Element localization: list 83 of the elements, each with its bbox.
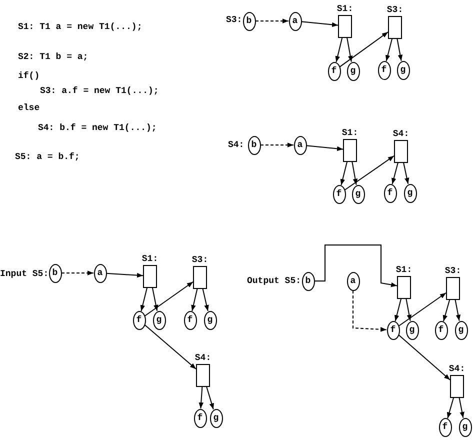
- arrow: [106, 272, 144, 278]
- statement-label: S3:: [386, 4, 404, 14]
- variable-ellipse: f: [378, 60, 390, 80]
- variable-ellipse: g: [210, 408, 222, 428]
- code-line: S2: T1 b = a;: [18, 52, 88, 62]
- arrow: [301, 21, 338, 28]
- variable-ellipse: a: [288, 12, 302, 30]
- dashed-arrow: [255, 18, 289, 24]
- arrow: [352, 161, 358, 186]
- variable-ellipse: f: [438, 418, 452, 436]
- arrow: [398, 292, 446, 326]
- arrow: [403, 162, 410, 184]
- statement-label: S4:: [448, 364, 466, 374]
- arrow: [406, 298, 412, 322]
- variable-ellipse: b: [48, 264, 62, 282]
- code-line: else: [18, 103, 40, 113]
- variable-ellipse: b: [302, 272, 314, 290]
- variable-ellipse: b: [248, 136, 260, 154]
- statement-label: S1:: [142, 254, 158, 264]
- arrow: [394, 298, 402, 322]
- variable-ellipse: a: [294, 136, 306, 154]
- code-line: S5: a = b.f;: [15, 152, 80, 162]
- statement-label: S3:: [444, 266, 462, 276]
- arrow: [392, 162, 398, 185]
- variable-ellipse: f: [384, 184, 396, 202]
- arrow: [340, 161, 348, 186]
- arrow: [398, 334, 450, 380]
- arrow: [344, 155, 394, 190]
- variable-ellipse: f: [194, 408, 206, 428]
- variable-ellipse: f: [132, 310, 146, 330]
- arrow: [144, 281, 194, 316]
- statement-label: S3:: [192, 254, 208, 264]
- variable-ellipse: f: [328, 62, 340, 80]
- arrow: [346, 37, 353, 62]
- statement-label: S4:: [194, 352, 212, 362]
- code-line: S3: a.f = new T1(...);: [40, 86, 159, 96]
- arrow: [206, 386, 214, 410]
- arrow: [198, 386, 204, 409]
- arrow: [202, 288, 209, 312]
- arrow: [454, 299, 461, 322]
- dashed-arrow: [352, 290, 387, 332]
- graph-label: S3:: [226, 15, 242, 25]
- arrow: [335, 37, 343, 63]
- variable-ellipse: f: [434, 320, 448, 340]
- variable-ellipse: b: [242, 12, 256, 30]
- arrow: [339, 32, 388, 68]
- variable-ellipse: g: [204, 310, 216, 330]
- variable-ellipse: g: [396, 60, 410, 80]
- variable-ellipse: g: [406, 320, 418, 340]
- variable-ellipse: g: [352, 184, 364, 204]
- arrow: [306, 145, 344, 152]
- variable-ellipse: a: [346, 272, 360, 290]
- code-line: S1: T1 a = new T1(...);: [18, 22, 142, 32]
- variable-ellipse: f: [184, 310, 196, 330]
- variable-ellipse: g: [152, 310, 166, 330]
- arrow: [314, 244, 398, 288]
- variable-ellipse: a: [94, 264, 106, 282]
- dashed-arrow: [260, 142, 294, 148]
- code-line: S4: b.f = new T1(...);: [38, 123, 157, 133]
- variable-ellipse: g: [404, 184, 416, 202]
- arrow: [140, 287, 148, 312]
- variable-ellipse: g: [454, 320, 468, 340]
- statement-label: S1:: [336, 4, 354, 14]
- graph-label: Input S5:: [0, 269, 49, 279]
- arrow: [458, 397, 464, 418]
- statement-label: S1:: [396, 264, 412, 274]
- variable-ellipse: f: [332, 184, 346, 204]
- arrow: [446, 397, 454, 419]
- arrow: [385, 38, 393, 62]
- graph-label: Output S5:: [247, 276, 302, 286]
- variable-ellipse: g: [458, 418, 472, 436]
- code-line: if(): [18, 71, 40, 81]
- arrow: [152, 287, 158, 312]
- dashed-arrow: [61, 270, 94, 276]
- statement-label: S1:: [342, 128, 358, 138]
- variable-ellipse: f: [386, 320, 400, 340]
- arrow: [191, 288, 198, 312]
- variable-ellipse: g: [346, 62, 360, 80]
- statement-label: S4:: [392, 128, 410, 138]
- arrow: [144, 324, 196, 370]
- arrow: [396, 38, 403, 62]
- graph-label: S4:: [228, 140, 244, 150]
- arrow: [442, 299, 450, 322]
